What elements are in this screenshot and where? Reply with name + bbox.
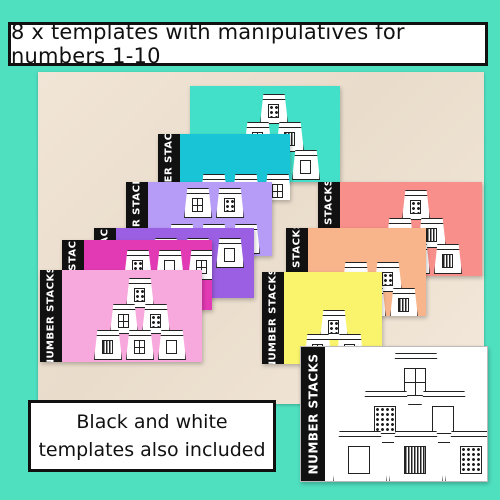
card-label: NUMBER STACKS — [45, 270, 57, 362]
footer-note: Black and white templates also included — [28, 400, 276, 472]
card-label: NUMBER STACKS — [306, 353, 321, 475]
title-banner: 8 x templates with manipulatives for num… — [8, 20, 488, 68]
card-black-white: NUMBER STACKS — [300, 346, 488, 482]
footer-line-1: Black and white — [76, 411, 228, 433]
footer-line-2: templates also included — [38, 439, 266, 461]
card-pink: NUMBER STACKS — [40, 270, 202, 362]
card-label: NUMBER STACKS — [267, 272, 279, 364]
banner-text: 8 x templates with manipulatives for num… — [11, 20, 405, 68]
